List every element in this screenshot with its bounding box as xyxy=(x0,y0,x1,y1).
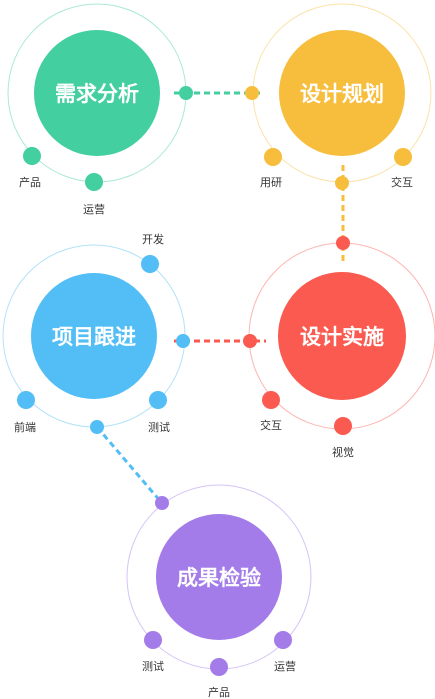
satellite-dot-testing xyxy=(144,631,162,649)
satellite-dot-operations xyxy=(85,173,103,191)
stage-design-planning: 设计规划 用研 交互 xyxy=(245,3,432,190)
stage-title: 设计规划 xyxy=(300,82,384,106)
stage-title: 需求分析 xyxy=(55,82,139,106)
connector-dot-bottom xyxy=(335,176,349,190)
stage-title: 项目跟进 xyxy=(52,325,136,349)
satellite-dot-visual xyxy=(334,417,352,435)
connector-dot-top xyxy=(336,236,350,250)
connector-dot-bottom xyxy=(90,420,104,434)
satellite-label-development: 开发 xyxy=(142,232,164,246)
stage-circle xyxy=(278,272,406,400)
satellite-dot-frontend xyxy=(17,391,35,409)
connector-dot-right xyxy=(176,334,190,348)
satellite-dot-product xyxy=(210,658,228,676)
stage-circle xyxy=(31,273,157,399)
connector-dot-top xyxy=(155,496,169,510)
stage-design-implementation: 设计实施 交互 视觉 xyxy=(243,236,435,459)
satellite-label-product: 产品 xyxy=(208,685,230,699)
satellite-dot-interaction xyxy=(262,391,280,409)
satellite-dot-testing xyxy=(149,391,167,409)
connector-dot xyxy=(179,86,193,100)
connector-dot-left xyxy=(243,334,257,348)
satellite-dot-interaction xyxy=(394,148,412,166)
satellite-label-user-research: 用研 xyxy=(260,176,282,189)
satellite-label-operations: 运营 xyxy=(83,202,105,216)
stage-circle xyxy=(156,514,282,640)
satellite-label-visual: 视觉 xyxy=(332,445,354,459)
satellite-label-testing: 测试 xyxy=(148,421,170,434)
stage-title: 设计实施 xyxy=(300,325,384,349)
stage-circle xyxy=(34,30,160,156)
satellite-dot-development xyxy=(141,255,159,273)
stage-requirements: 需求分析 产品 运营 xyxy=(7,3,193,216)
satellite-label-product: 产品 xyxy=(19,175,41,189)
stage-circle xyxy=(279,30,405,156)
stage-title: 成果检验 xyxy=(177,566,261,590)
satellite-dot-user-research xyxy=(264,148,282,166)
connector-tracking-to-verification xyxy=(95,426,163,503)
satellite-dot-operations xyxy=(274,631,292,649)
satellite-label-interaction: 交互 xyxy=(260,418,282,432)
stage-project-tracking: 项目跟进 开发 测试 前端 xyxy=(2,232,190,434)
satellite-label-operations: 运营 xyxy=(274,659,296,673)
satellite-label-interaction: 交互 xyxy=(391,175,413,189)
stage-result-verification: 成果检验 测试 产品 运营 xyxy=(126,484,312,699)
satellite-dot-product xyxy=(23,147,41,165)
connector-dot-left xyxy=(245,86,259,100)
satellite-label-frontend: 前端 xyxy=(14,420,36,434)
satellite-label-testing: 测试 xyxy=(142,660,164,673)
